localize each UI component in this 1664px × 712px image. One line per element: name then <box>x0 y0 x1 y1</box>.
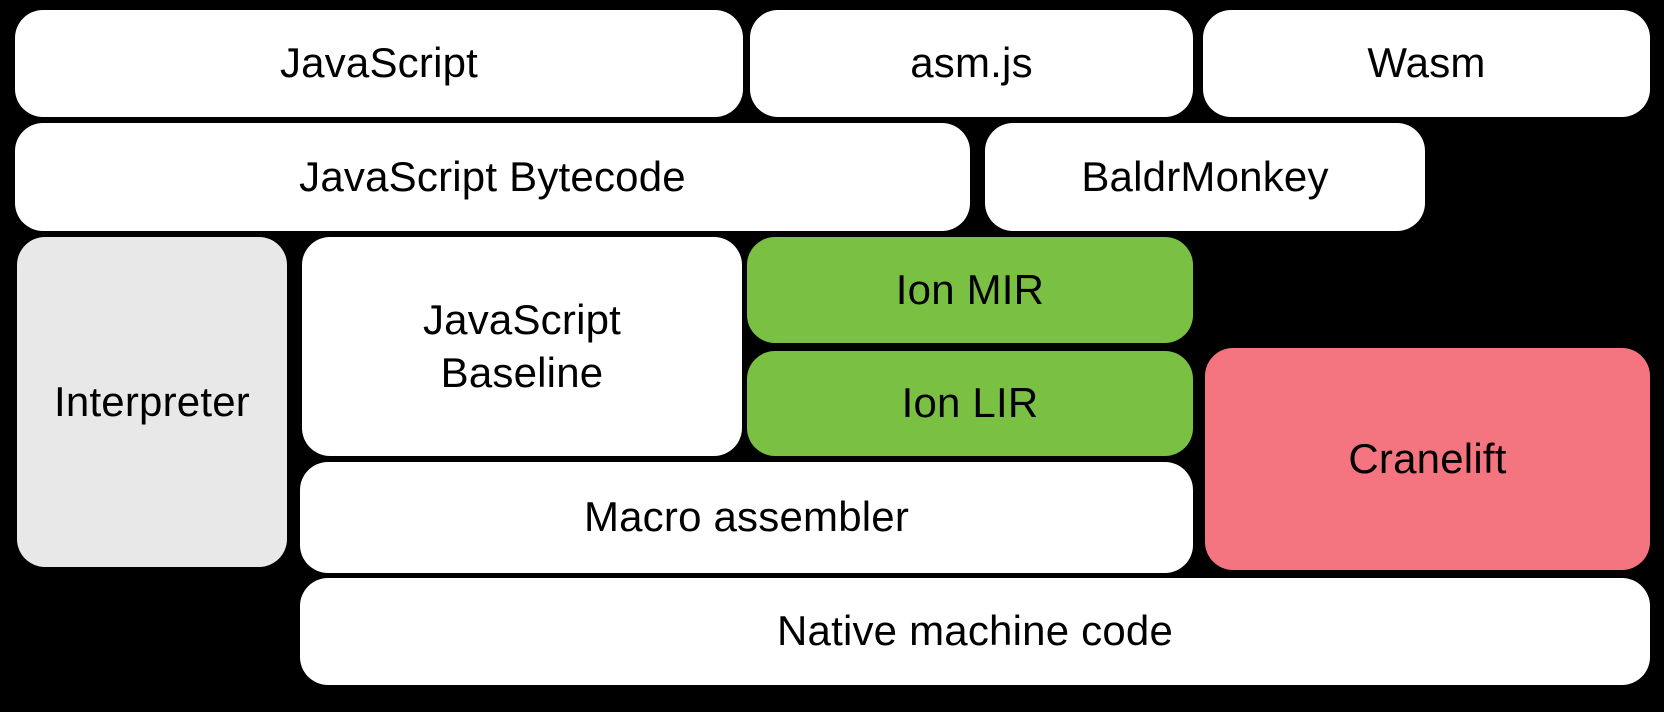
box-wasm-label: Wasm <box>1367 39 1486 87</box>
box-cranelift-label: Cranelift <box>1348 434 1507 482</box>
box-baldrmonkey: BaldrMonkey <box>985 123 1425 231</box>
box-javascript-label: JavaScript <box>279 39 479 87</box>
box-interpreter-label: Interpreter <box>54 377 250 425</box>
box-baldrmonkey-label: BaldrMonkey <box>1081 152 1329 200</box>
box-ion-mir-label: Ion MIR <box>895 265 1045 313</box>
box-native-machine-code: Native machine code <box>300 578 1650 685</box>
box-ion-lir-label: Ion LIR <box>901 379 1039 427</box>
box-cranelift: Cranelift <box>1205 348 1650 570</box>
box-wasm: Wasm <box>1203 10 1650 117</box>
box-ion-lir: Ion LIR <box>747 351 1193 456</box>
box-native-machine-code-label: Native machine code <box>776 607 1173 655</box>
box-javascript-bytecode: JavaScript Bytecode <box>15 123 970 231</box>
box-javascript-baseline: JavaScript Baseline <box>302 237 742 456</box>
box-javascript-bytecode-label: JavaScript Bytecode <box>299 152 686 200</box>
box-ion-mir: Ion MIR <box>747 237 1193 343</box>
box-asmjs-label: asm.js <box>910 39 1033 87</box>
box-javascript-baseline-label: JavaScript Baseline <box>422 296 622 396</box>
box-interpreter: Interpreter <box>17 237 287 567</box>
box-macro-assembler: Macro assembler <box>300 462 1193 573</box>
box-asmjs: asm.js <box>750 10 1193 117</box>
box-javascript: JavaScript <box>15 10 743 117</box>
box-macro-assembler-label: Macro assembler <box>583 493 910 541</box>
